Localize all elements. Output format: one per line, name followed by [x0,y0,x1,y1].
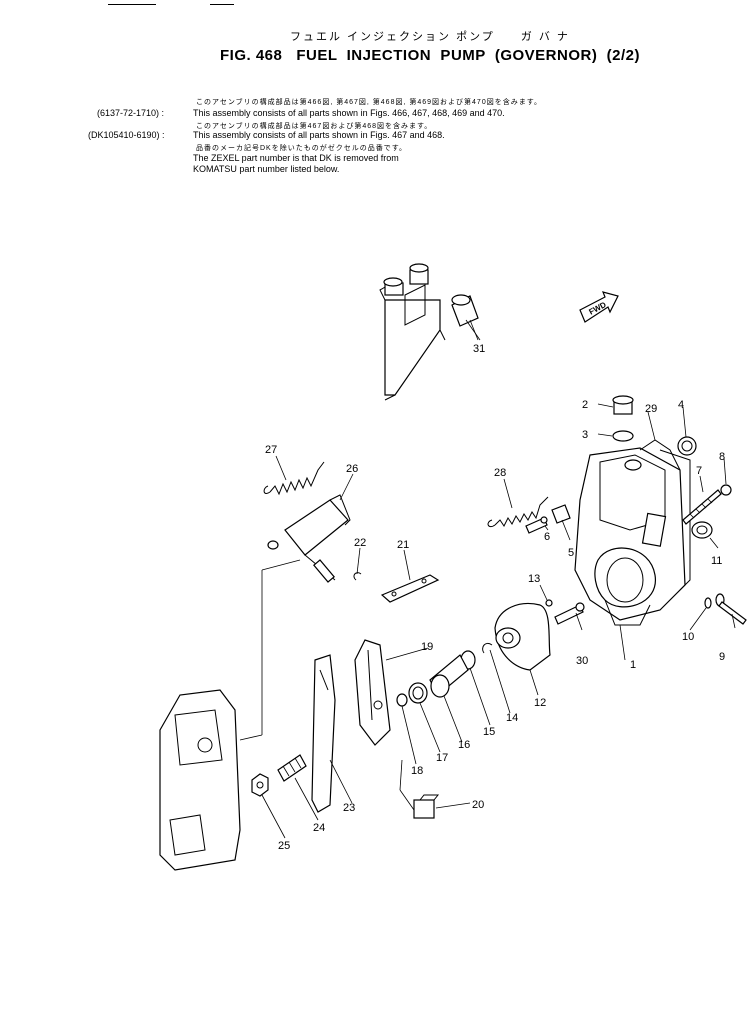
leader-lines [261,319,736,839]
part-20-block [413,794,440,819]
callout-15: 15 [483,726,495,738]
note-text-1: This assembly consists of all parts show… [193,108,505,118]
part-30-bolt [554,602,585,625]
assembly-code-1: (6137-72-1710) : [97,108,165,118]
part-14-clip [482,642,493,654]
callout-30: 30 [576,655,588,667]
callout-5: 5 [568,547,574,559]
callout-18: 18 [411,765,423,777]
callout-9: 9 [719,651,725,663]
part-25-nut [251,773,269,797]
part-19-lever [354,639,391,746]
part-9-bolt [715,593,747,625]
callout-6: 6 [544,531,550,543]
part-7-screw [682,489,722,525]
part-6-bolt [525,516,548,534]
callout-19: 19 [421,641,433,653]
note-jp-1: このアセンブリの構成部品は第466図, 第467図, 第468図, 第469図お… [196,99,543,106]
part-24-spring [277,754,307,782]
part-3-o-ring [612,430,634,442]
part-12-flyweight [494,602,551,671]
callout-21: 21 [397,539,409,551]
callout-25: 25 [278,840,290,852]
part-31-sleeve [451,294,479,341]
callout-28: 28 [494,467,506,479]
part-21-plate [380,574,440,603]
part-13-pin [545,599,553,607]
part-28-spring [487,496,549,528]
callout-1: 1 [630,659,636,671]
callout-numbers: 1 2 3 4 5 6 7 8 9 10 11 12 13 14 15 16 1… [265,343,725,852]
callout-31: 31 [473,343,485,355]
part-4-cap [677,436,697,456]
part-11-bushing [691,521,713,539]
callout-17: 17 [436,752,448,764]
callout-29: 29 [645,403,657,415]
callout-10: 10 [682,631,694,643]
governor-housing [574,439,691,626]
note-text-4: KOMATSU part number listed below. [193,164,340,174]
callout-14: 14 [506,712,518,724]
part-17-bearing [408,682,428,704]
title-japanese: フュエル インジェクション ポンプ ガ バ ナ [290,31,570,43]
callout-13: 13 [528,573,540,585]
callout-16: 16 [458,739,470,751]
callout-20: 20 [472,799,484,811]
part-5-bracket [551,504,571,524]
callout-23: 23 [343,802,355,814]
callout-27: 27 [265,444,277,456]
part-27-spring [263,461,325,496]
note-jp-2: このアセンブリの構成部品は第467図および第468図を含みます。 [196,123,433,130]
callout-22: 22 [354,537,366,549]
callout-24: 24 [313,822,325,834]
part-16-sleeve [429,654,469,698]
part-18-washer [396,693,408,707]
part-10-washer [704,597,712,609]
callout-8: 8 [719,451,725,463]
note-text-2: This assembly consists of all parts show… [193,130,445,140]
callout-26: 26 [346,463,358,475]
part-8-nut [720,484,732,496]
callout-2: 2 [582,399,588,411]
top-rule-2 [210,4,234,5]
note-text-3: The ZEXEL part number is that DK is remo… [193,153,399,163]
part-2-plug [612,395,634,415]
assembly-code-2: (DK105410-6190) : [88,130,165,140]
forward-arrow-icon: FWD [579,291,619,323]
callout-11: 11 [711,555,722,567]
callout-4: 4 [678,399,684,411]
part-23-arm [311,654,336,813]
callout-3: 3 [582,429,588,441]
note-jp-3: 品番のメーカ記号DKを除いたものがゼクセルの品番です。 [196,145,408,152]
top-rule-1 [108,4,156,5]
part-22-clip [353,572,362,581]
figure-title: FIG. 468 FUEL INJECTION PUMP (GOVERNOR) … [220,47,641,64]
callout-7: 7 [696,465,702,477]
governor-cover [159,559,301,871]
part-26-link [267,494,351,583]
pump-top-assembly [379,263,446,401]
callout-12: 12 [534,697,546,709]
